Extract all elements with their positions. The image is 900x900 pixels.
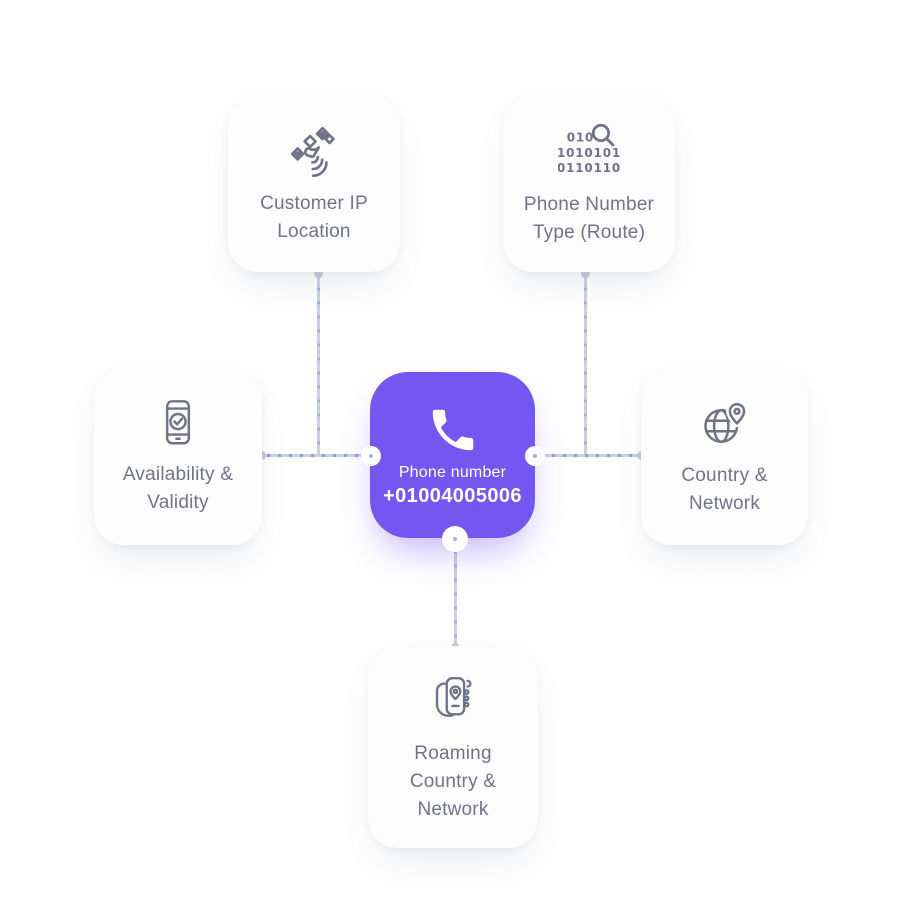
node-label-line: Type (Route) <box>532 221 646 243</box>
node-card-phone-number-type: 010 1010101 0110110 Phone Number Type (R… <box>503 95 675 272</box>
node-card-customer-ip-location: Customer IP Location <box>228 95 400 272</box>
satellite-icon <box>286 122 342 178</box>
phone-handset-icon <box>426 403 480 457</box>
node-label-line: Network <box>688 492 761 514</box>
node-card-roaming-country-network: Roaming Country & Network <box>368 646 538 848</box>
roaming-phone-icon <box>428 670 478 728</box>
binary-search-icon: 010 1010101 0110110 <box>558 121 620 179</box>
phone-number-title: Phone number <box>398 463 507 481</box>
node-label-country-network: Country & Network <box>681 462 767 518</box>
phone-check-icon <box>152 397 204 449</box>
node-card-country-network: Country & Network <box>641 368 808 545</box>
node-label-line: Validity <box>147 491 209 513</box>
notch-bottom <box>442 526 468 552</box>
globe-pin-icon <box>698 396 752 450</box>
notch-right <box>525 446 545 466</box>
binary-row: 0110110 <box>558 161 620 175</box>
flow-pulse-dot <box>453 537 457 541</box>
phone-number-card: Phone number +01004005006 <box>370 372 535 538</box>
node-label-availability-validity: Availability & Validity <box>123 461 233 517</box>
node-label-line: Roaming <box>414 743 492 764</box>
flow-dots-top-right <box>581 282 589 450</box>
flow-dots-bottom <box>451 545 459 643</box>
node-label-line: Location <box>277 220 351 242</box>
notch-left <box>361 446 381 466</box>
node-label-roaming-country-network: Roaming Country & Network <box>410 740 496 824</box>
flow-dots-left <box>263 451 368 459</box>
binary-row: 010 <box>567 130 594 144</box>
node-label-line: Phone Number <box>523 193 655 215</box>
node-card-availability-validity: Availability & Validity <box>94 368 262 545</box>
flow-pulse-dot <box>369 454 373 458</box>
node-label-phone-number-type: Phone Number Type (Route) <box>524 191 654 247</box>
node-label-line: Network <box>417 799 489 820</box>
flow-dots-right <box>537 451 639 459</box>
node-label-line: Availability & <box>122 463 234 485</box>
phone-number-value: +01004005006 <box>383 484 522 507</box>
binary-row: 1010101 <box>558 145 620 159</box>
node-label-line: Customer IP <box>260 192 368 214</box>
node-label-customer-ip-location: Customer IP Location <box>260 190 368 246</box>
node-label-line: Country & <box>681 464 768 486</box>
endpoint-dot-number-type <box>580 269 590 278</box>
flow-pulse-dot <box>533 454 537 458</box>
node-label-line: Country & <box>409 771 497 792</box>
endpoint-dot-customer-ip <box>313 269 323 278</box>
flow-dots-top-left <box>314 282 322 450</box>
